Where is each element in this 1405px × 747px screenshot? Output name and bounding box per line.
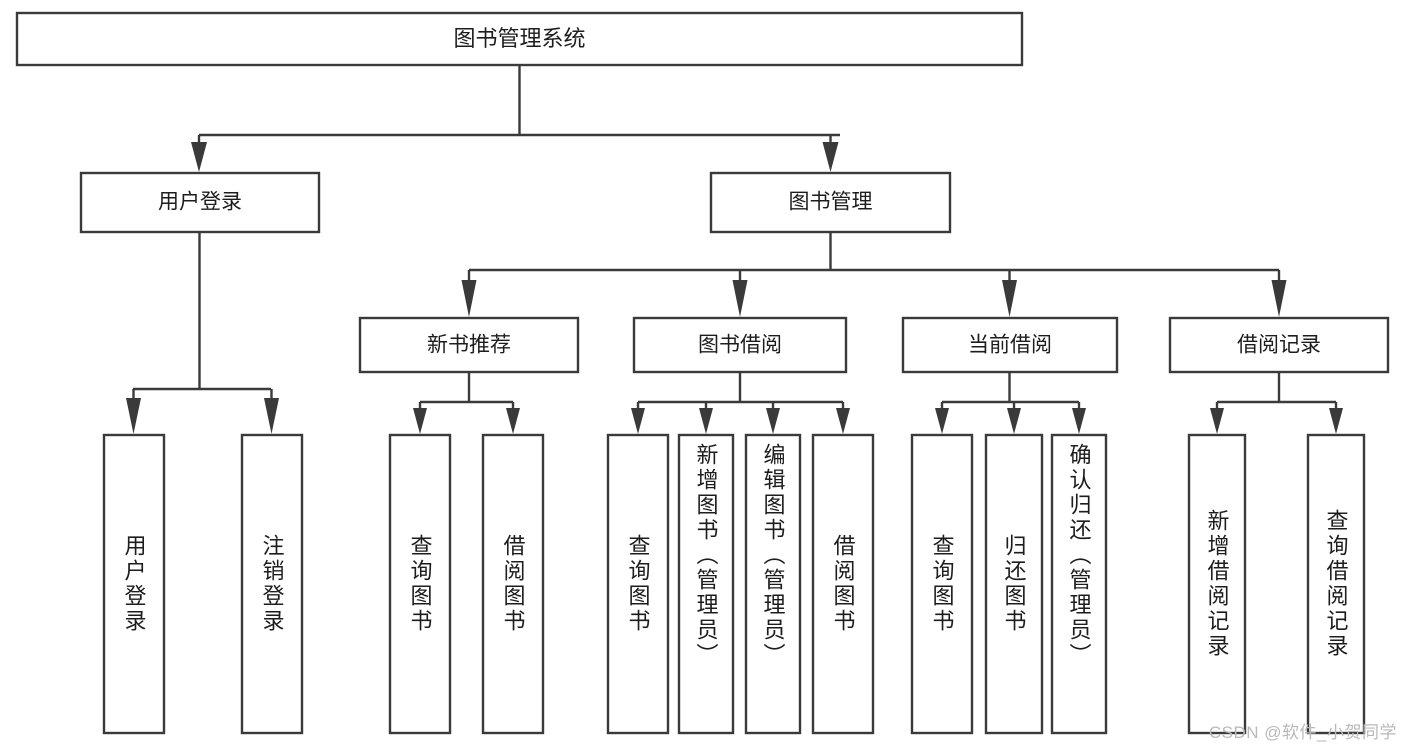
arrow-head-newbook-leaf-2 [506, 408, 520, 434]
node-root-label: 图书管理系统 [453, 26, 585, 51]
arrow-head-user-login [191, 142, 207, 172]
node-user-login-box[interactable] [79, 171, 321, 234]
node-borrow-record-label: 借阅记录 [1237, 334, 1321, 357]
leaf-box-query-book-c[interactable] [910, 433, 974, 735]
arrow-head-newbook-leaf-1 [413, 408, 427, 434]
arrow-head-new-book-rec [461, 280, 477, 317]
leaf-boxes-layer [102, 433, 1366, 735]
connector-layer [126, 65, 1343, 434]
leaf-box-borrow-book-b[interactable] [811, 433, 875, 735]
node-borrow-record-box[interactable] [1168, 316, 1390, 374]
node-current-borrow-box[interactable] [901, 316, 1119, 374]
node-new-book-recommend[interactable]: 新书推荐 [358, 316, 580, 374]
node-book-borrow[interactable]: 图书借阅 [632, 316, 848, 374]
arrow-head-bb-leaf-2 [699, 408, 713, 434]
arrow-head-borrow-record [1271, 280, 1287, 317]
arrow-head-cb-leaf-1 [935, 408, 949, 434]
leaf-box-borrow-book-a[interactable] [481, 433, 545, 735]
leaf-box-user-login[interactable] [102, 433, 166, 735]
node-user-login[interactable]: 用户登录 [79, 171, 321, 234]
leaf-box-return-book[interactable] [984, 433, 1044, 735]
leaf-box-add-book-admin[interactable] [677, 433, 735, 735]
arrow-head-cb-leaf-2 [1007, 408, 1021, 434]
node-book-borrow-box[interactable] [632, 316, 848, 374]
leaf-box-confirm-return[interactable] [1050, 433, 1108, 735]
node-current-borrow[interactable]: 当前借阅 [901, 316, 1119, 374]
node-current-borrow-label: 当前借阅 [968, 334, 1052, 357]
arrow-head-leaf-logout [264, 398, 279, 434]
arrow-head-bb-leaf-3 [766, 408, 780, 434]
leaf-box-add-borrow-record[interactable] [1187, 433, 1247, 735]
arrow-head-current-borrow [1002, 280, 1017, 317]
node-borrow-record[interactable]: 借阅记录 [1168, 316, 1390, 374]
arrow-head-book-borrow [732, 280, 748, 317]
arrow-head-bb-leaf-4 [836, 408, 850, 434]
leaf-box-query-borrow-rec[interactable] [1306, 433, 1366, 735]
node-book-management[interactable]: 图书管理 [709, 171, 952, 234]
arrow-head-leaf-user-login [126, 398, 141, 434]
node-root[interactable]: 图书管理系统 [15, 11, 1024, 67]
arrow-head-bb-leaf-1 [631, 408, 645, 434]
node-book-management-label: 图书管理 [789, 191, 873, 214]
node-book-borrow-label: 图书借阅 [698, 334, 782, 357]
arrow-head-br-leaf-1 [1210, 408, 1224, 434]
node-book-management-box[interactable] [709, 171, 952, 234]
leaf-box-query-book-a[interactable] [388, 433, 452, 735]
node-new-book-recommend-label: 新书推荐 [427, 334, 511, 357]
arrow-head-cb-leaf-3 [1072, 408, 1086, 434]
arrow-head-br-leaf-2 [1329, 408, 1343, 434]
leaf-box-logout[interactable] [240, 433, 304, 735]
leaf-box-edit-book-admin[interactable] [744, 433, 802, 735]
node-user-login-label: 用户登录 [158, 191, 242, 214]
leaf-box-query-book-b[interactable] [606, 433, 670, 735]
node-new-book-recommend-box[interactable] [358, 316, 580, 374]
csdn-watermark: CSDN @软件_小贺同学 [1208, 723, 1397, 742]
node-root-box[interactable] [15, 11, 1024, 67]
arrow-head-book-manage [822, 142, 839, 172]
